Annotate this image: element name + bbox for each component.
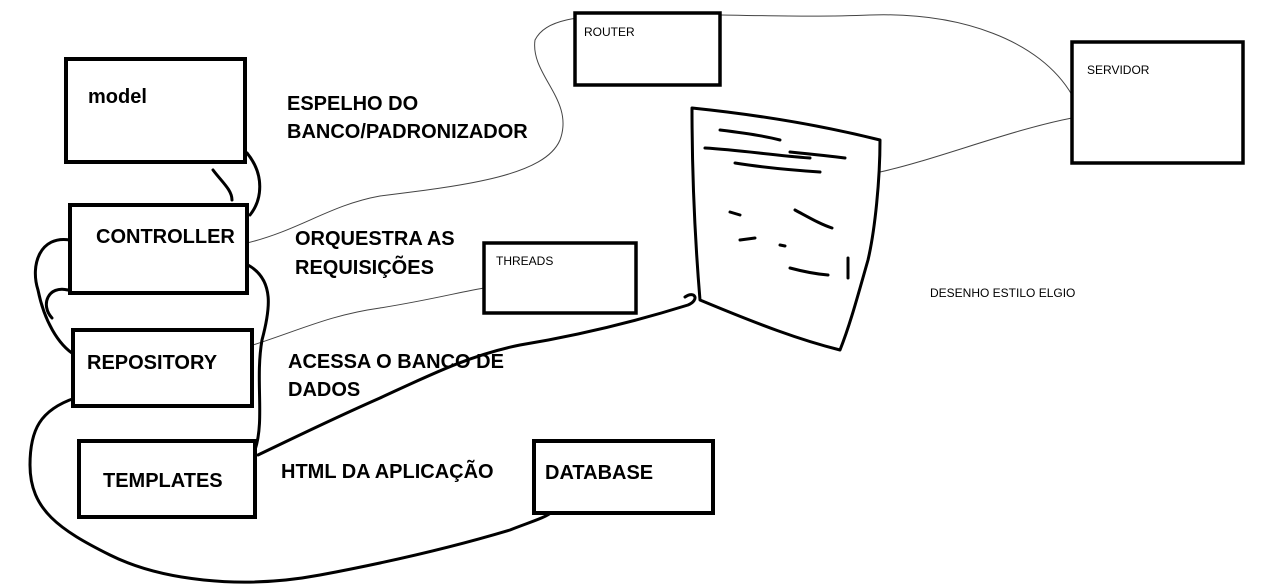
wire-templates-sketch bbox=[256, 293, 697, 457]
controller-box: CONTROLLER bbox=[68, 203, 249, 295]
wire-controller-router bbox=[246, 13, 1073, 244]
wire-model-controller bbox=[211, 151, 262, 217]
wire-controller-templates bbox=[246, 263, 270, 452]
sketch-page-outline bbox=[690, 106, 882, 352]
templates-box: TEMPLATES bbox=[77, 439, 257, 519]
repository-note-line2: DADOS bbox=[288, 379, 360, 401]
model-note-line1: ESPELHO DO bbox=[287, 93, 418, 115]
controller-label: CONTROLLER bbox=[96, 226, 235, 248]
controller-note-line1: ORQUESTRA AS bbox=[295, 228, 455, 250]
templates-label: TEMPLATES bbox=[103, 470, 223, 492]
wire-controller-repository bbox=[33, 238, 77, 357]
router-label: ROUTER bbox=[584, 25, 635, 39]
repository-box: REPOSITORY bbox=[71, 328, 254, 408]
threads-box: THREADS bbox=[482, 241, 638, 315]
router-box: ROUTER bbox=[573, 11, 722, 87]
database-label: DATABASE bbox=[545, 462, 653, 484]
wire-repository-database bbox=[28, 396, 554, 584]
servidor-box: SERVIDOR bbox=[1070, 40, 1245, 165]
sketch-scribbles bbox=[703, 128, 850, 280]
model-label: model bbox=[88, 86, 147, 108]
sketch-caption: DESENHO ESTILO ELGIO bbox=[930, 286, 1075, 300]
repository-note-line1: ACESSA O BANCO DE bbox=[288, 351, 504, 373]
wire-repository-threads bbox=[252, 287, 485, 346]
threads-label: THREADS bbox=[496, 254, 553, 268]
controller-note-line2: REQUISIÇÕES bbox=[295, 255, 434, 279]
database-box: DATABASE bbox=[532, 439, 715, 515]
model-box: model bbox=[64, 57, 247, 164]
model-note-line2: BANCO/PADRONIZADOR bbox=[287, 121, 528, 143]
templates-note: HTML DA APLICAÇÃO bbox=[281, 460, 494, 483]
wire-sketch-servidor bbox=[879, 117, 1073, 173]
repository-label: REPOSITORY bbox=[87, 352, 218, 374]
servidor-label: SERVIDOR bbox=[1087, 63, 1150, 77]
